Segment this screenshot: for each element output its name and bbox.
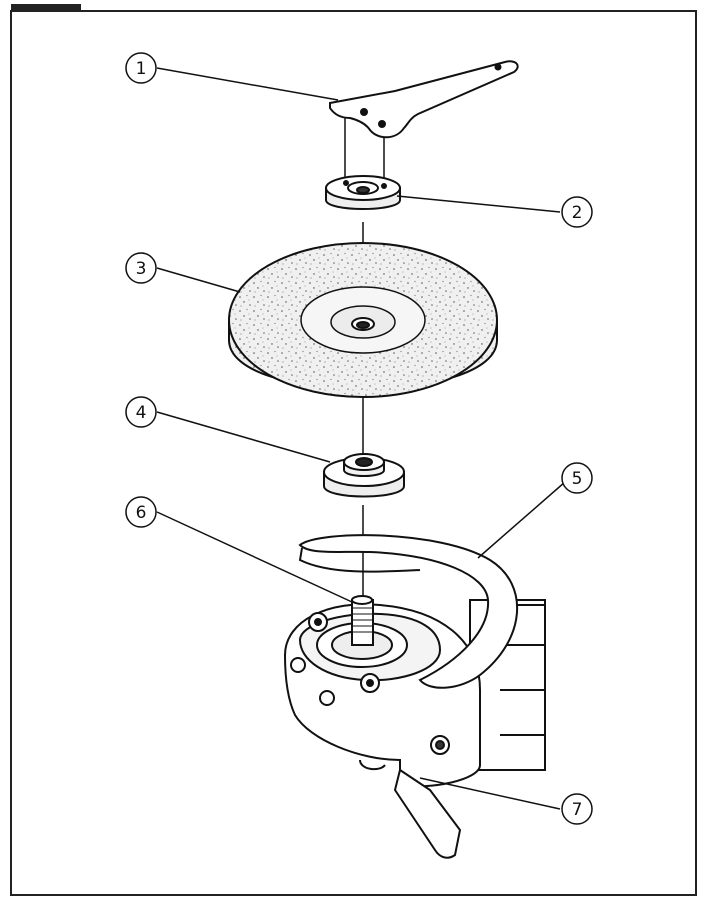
callout-2: 2 xyxy=(561,196,593,228)
callout-6: 6 xyxy=(125,496,157,528)
wrench-part xyxy=(329,60,519,139)
callout-4-label: 4 xyxy=(136,403,147,423)
page-frame xyxy=(10,10,697,896)
callout-5: 5 xyxy=(561,462,593,494)
callout-3: 3 xyxy=(125,252,157,284)
callout-6-label: 6 xyxy=(136,503,147,523)
grinder-body xyxy=(283,534,546,859)
callout-4: 4 xyxy=(125,396,157,428)
grinding-wheel-part xyxy=(228,242,498,398)
lock-nut-part xyxy=(325,175,401,210)
callout-5-label: 5 xyxy=(572,469,583,489)
callout-1: 1 xyxy=(125,52,157,84)
corner-tab xyxy=(11,4,81,12)
callout-7: 7 xyxy=(561,793,593,825)
callout-3-label: 3 xyxy=(136,259,147,279)
callout-7-label: 7 xyxy=(572,800,583,820)
callout-1-label: 1 xyxy=(136,59,147,79)
callout-2-label: 2 xyxy=(572,203,583,223)
leader-lines xyxy=(156,67,566,810)
inner-flange-part xyxy=(323,453,405,498)
